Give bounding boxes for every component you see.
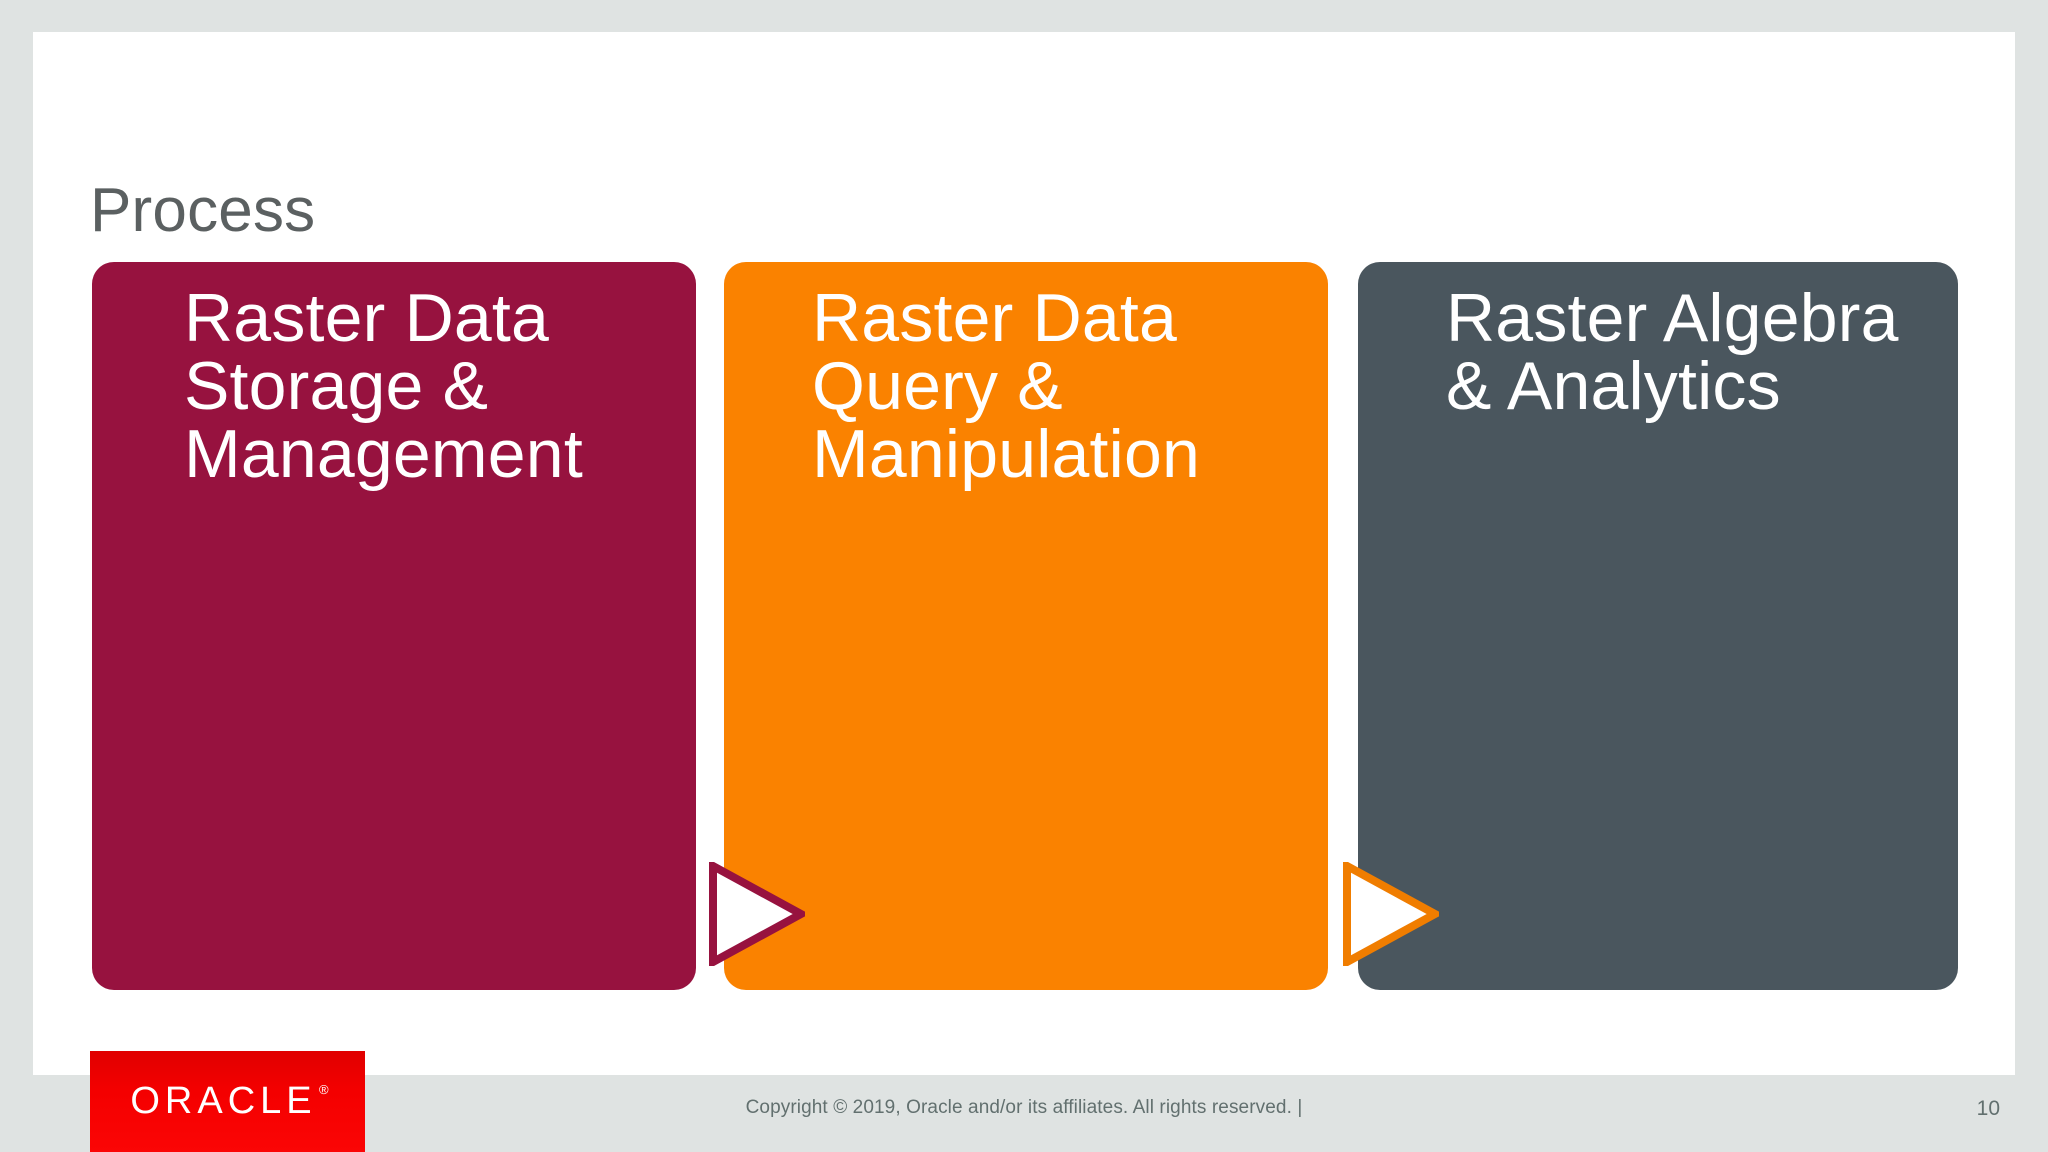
oracle-wordmark: ORACLE® — [130, 1080, 328, 1123]
process-diagram: Raster Data Storage & Management Raster … — [92, 262, 1958, 990]
process-stage-1[interactable]: Raster Data Storage & Management — [92, 262, 696, 990]
process-stage-2[interactable]: Raster Data Query & Manipulation — [724, 262, 1328, 990]
process-stage-1-label: Raster Data Storage & Management — [184, 280, 583, 492]
page-title: Process — [90, 175, 316, 245]
oracle-logo-icon: ORACLE® — [90, 1051, 365, 1152]
slide-sheet: Process Raster Data Storage & Management… — [33, 32, 2015, 1075]
page-number: 10 — [1976, 1097, 2000, 1120]
oracle-wordmark-text: ORACLE — [130, 1080, 317, 1122]
process-stage-3[interactable]: Raster Algebra & Analytics — [1358, 262, 1958, 990]
registered-mark-icon: ® — [319, 1082, 329, 1097]
process-stage-2-label: Raster Data Query & Manipulation — [812, 280, 1200, 492]
process-stage-3-label: Raster Algebra & Analytics — [1446, 280, 1899, 424]
footer-copyright: Copyright © 2019, Oracle and/or its affi… — [745, 1097, 1303, 1118]
